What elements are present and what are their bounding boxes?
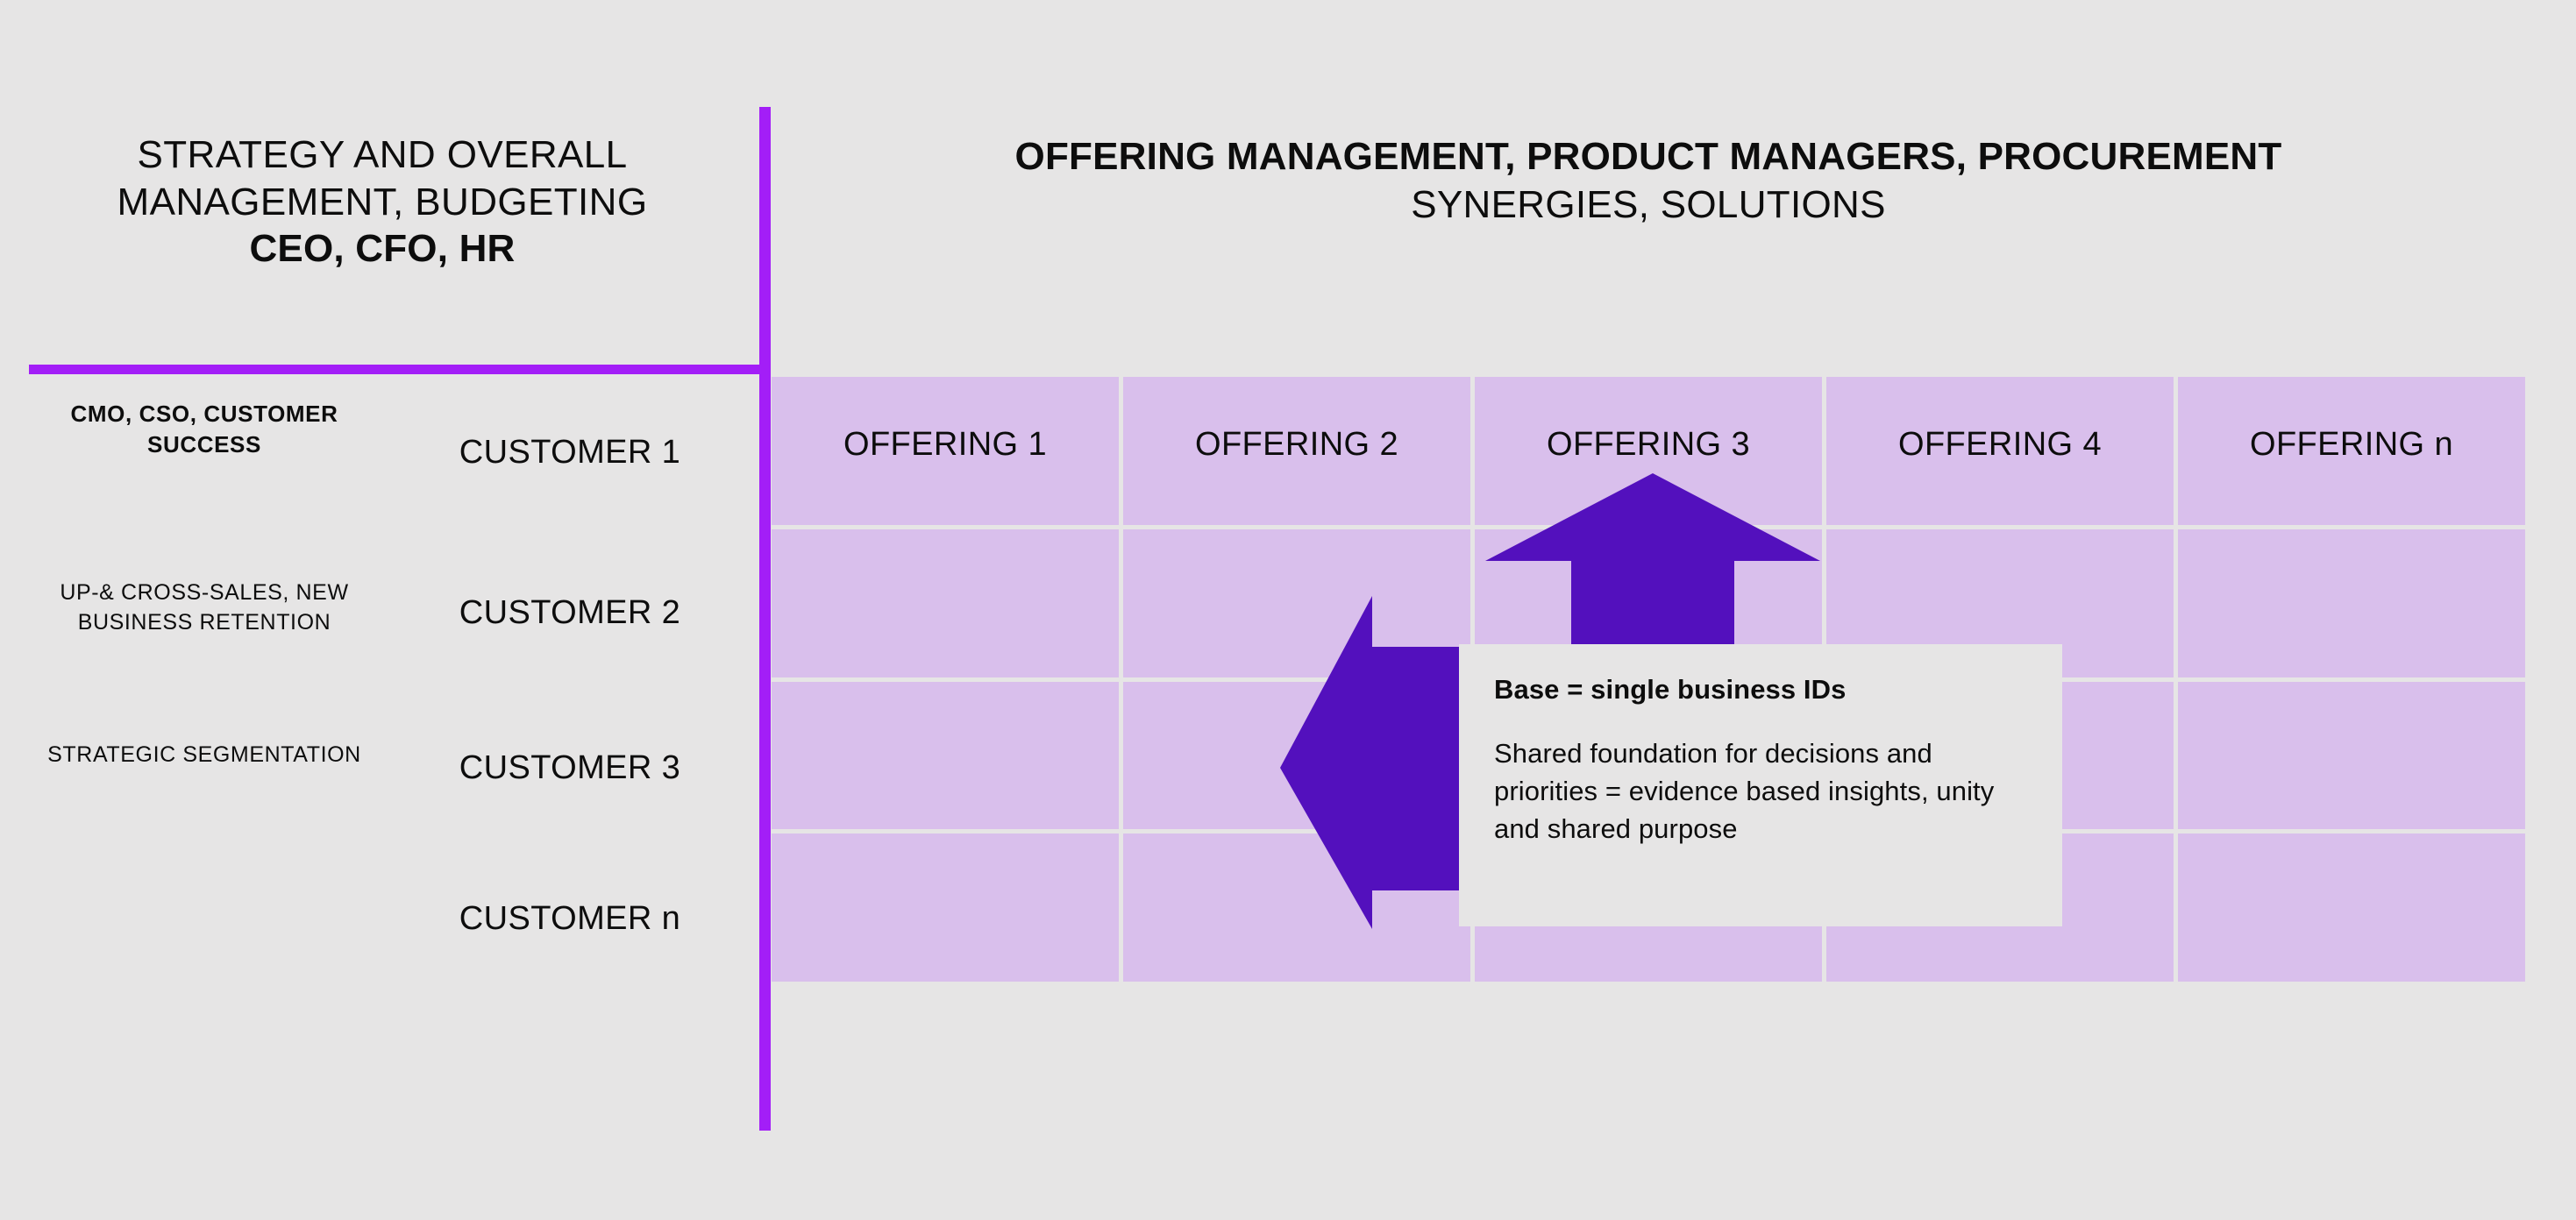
offering-header-3: OFFERING 3 — [1546, 426, 1751, 463]
offering-cell-r1c1[interactable]: OFFERING 1 — [772, 377, 1119, 525]
offering-header-n: OFFERING n — [2249, 426, 2454, 463]
arrow-up-icon — [1485, 473, 1820, 675]
offering-header-1: OFFERING 1 — [843, 426, 1048, 463]
vertical-divider-rule — [759, 107, 771, 1131]
offering-cell-r2c5[interactable] — [2178, 528, 2525, 677]
customer-label-n: CUSTOMER n — [459, 900, 681, 937]
left-header-block: STRATEGY AND OVERALL MANAGEMENT, BUDGETI… — [26, 131, 738, 273]
left-header-line-1: STRATEGY AND OVERALL — [137, 133, 628, 176]
offering-cell-r3c1[interactable] — [772, 681, 1119, 830]
customer-label-2: CUSTOMER 2 — [459, 594, 681, 631]
right-header-block: OFFERING MANAGEMENT, PRODUCT MANAGERS, P… — [772, 133, 2525, 229]
customer-label-1: CUSTOMER 1 — [459, 434, 681, 471]
offering-cell-r4c5[interactable] — [2178, 833, 2525, 982]
role-label-customer-success: CMO, CSO, CUSTOMER SUCCESS — [70, 401, 338, 458]
horizontal-divider-rule — [29, 365, 771, 374]
callout-body: Shared foundation for decisions and prio… — [1494, 738, 1995, 844]
left-header-line-3: CEO, CFO, HR — [249, 227, 516, 271]
offering-header-2: OFFERING 2 — [1194, 426, 1399, 463]
callout-box: Base = single business IDs Shared founda… — [1459, 644, 2062, 926]
offering-cell-r1c4[interactable]: OFFERING 4 — [1826, 377, 2174, 525]
offering-cell-r4c1[interactable] — [772, 833, 1119, 982]
offering-header-4: OFFERING 4 — [1897, 426, 2103, 463]
callout-title: Base = single business IDs — [1494, 674, 1847, 705]
arrow-left-icon — [1280, 596, 1466, 929]
right-header-line-1: OFFERING MANAGEMENT, PRODUCT MANAGERS, P… — [1014, 135, 2282, 178]
role-label-strategic-segmentation: STRATEGIC SEGMENTATION — [47, 742, 361, 767]
offering-cell-r1c5[interactable]: OFFERING n — [2178, 377, 2525, 525]
right-header-line-2: SYNERGIES, SOLUTIONS — [1411, 182, 1886, 226]
offering-cell-r3c5[interactable] — [2178, 681, 2525, 830]
role-label-new-business: UP-& CROSS-SALES, NEW BUSINESS RETENTION — [60, 580, 349, 635]
offering-cell-r1c2[interactable]: OFFERING 2 — [1123, 377, 1470, 525]
customer-label-3: CUSTOMER 3 — [459, 749, 681, 786]
left-header-line-2: MANAGEMENT, BUDGETING — [117, 180, 648, 223]
offering-cell-r2c1[interactable] — [772, 528, 1119, 677]
